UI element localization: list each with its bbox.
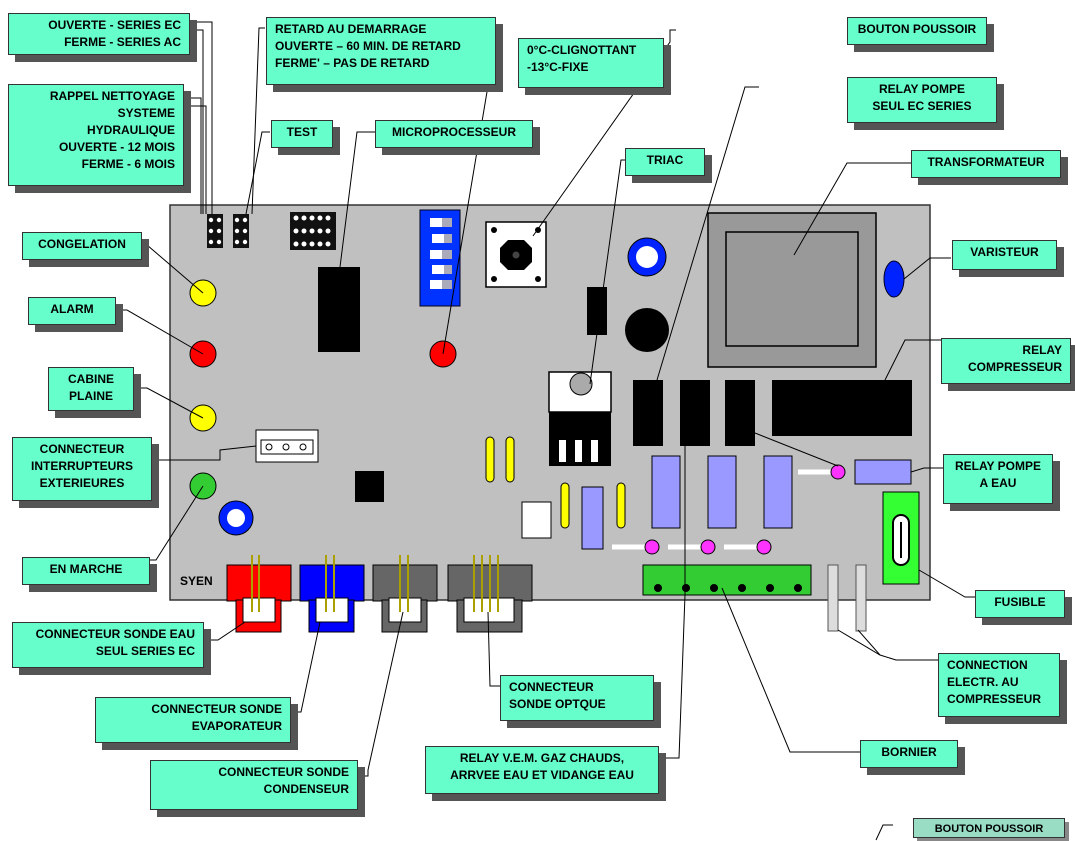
label-external-switches: CONNECTEUR INTERRUPTEURS EXTERIEURES — [12, 437, 152, 501]
label-transformer: TRANSFORMATEUR — [911, 150, 1061, 178]
relay-compressor-component — [772, 380, 912, 436]
resistor-leads — [612, 464, 846, 555]
transformer-component — [707, 212, 877, 368]
label-triac: TRIAC — [625, 148, 705, 176]
connector-water-probe — [226, 555, 292, 633]
white-component — [521, 501, 552, 539]
label-push-button-footer: BOUTON POUSSOIR — [913, 818, 1065, 838]
fuse-component — [882, 491, 920, 585]
triac-lilac-3 — [763, 455, 793, 529]
push-button-component — [485, 221, 547, 288]
label-fuse: FUSIBLE — [975, 590, 1065, 618]
label-evaporator-probe: CONNECTEUR SONDE EVAPORATEUR — [95, 697, 291, 743]
label-relay-compressor: RELAY COMPRESSEUR — [941, 338, 1071, 384]
microprocessor-chip — [318, 267, 360, 352]
board-brand: SYEN — [180, 574, 213, 588]
leader-lines — [116, 21, 975, 841]
regulator-component — [548, 371, 612, 466]
label-relay-pump-ec: RELAY POMPE SEUL EC SERIES — [847, 77, 997, 123]
label-cleaning-reminder: RAPPEL NETTOYAGE SYSTEME HYDRAULIQUE OUV… — [8, 84, 184, 186]
yellow-cap-2 — [505, 436, 515, 483]
compressor-terminal-2 — [855, 564, 867, 632]
label-relay-water-pump: RELAY POMPE A EAU — [943, 454, 1053, 504]
label-freezing: CONGELATION — [22, 232, 142, 260]
triac-lilac-1 — [651, 455, 681, 529]
label-test: TEST — [271, 120, 333, 148]
compressor-terminal-1 — [827, 564, 839, 632]
label-microprocessor: MICROPROCESSEUR — [375, 120, 533, 148]
jumper-cleaning — [233, 214, 249, 248]
relay-1 — [633, 380, 663, 446]
label-varistor: VARISTEUR — [952, 240, 1057, 270]
label-startup-delay: RETARD AU DEMARRAGE OUVERTE – 60 MIN. DE… — [266, 17, 496, 85]
external-switch-connector — [255, 429, 319, 463]
label-hot-gas-relay: RELAY V.E.M. GAZ CHAUDS, ARRVEE EAU ET V… — [425, 746, 659, 794]
label-running: EN MARCHE — [22, 557, 150, 585]
varistor-component — [883, 260, 905, 298]
yellow-cap-1 — [485, 436, 495, 483]
label-series-jumper: OUVERTE - SERIES EC FERME - SERIES AC — [8, 13, 190, 55]
label-push-button: BOUTON POUSSOIR — [847, 17, 987, 45]
triac-lilac-4 — [581, 486, 604, 550]
label-cabin-full: CABINE PLAINE — [48, 367, 134, 411]
label-alarm: ALARM — [28, 297, 116, 325]
dip-switch — [419, 209, 461, 307]
yellow-cap-4 — [616, 482, 626, 529]
black-square-component — [355, 471, 384, 502]
label-water-probe: CONNECTEUR SONDE EAU SEUL SERIES EC — [12, 622, 204, 668]
triac-small — [587, 287, 607, 335]
connector-evaporator-probe — [299, 555, 365, 633]
jumper-series — [207, 214, 223, 248]
label-condenser-probe: CONNECTEUR SONDE CONDENSEUR — [150, 760, 358, 810]
yellow-cap-3 — [560, 482, 570, 529]
terminal-block-component — [642, 564, 812, 596]
capacitor-black — [625, 308, 669, 352]
label-compressor-connection: CONNECTION ELECTR. AU COMPRESSEUR — [938, 653, 1060, 717]
connector-condenser-probe — [372, 555, 438, 633]
triac-lilac-2 — [707, 455, 737, 529]
relay-pump-component — [854, 459, 912, 485]
connector-optical-probe — [447, 555, 533, 633]
jumper-test — [290, 212, 336, 250]
label-optical-probe: CONNECTEUR SONDE OPTQUE — [500, 675, 654, 721]
relay-3 — [725, 380, 755, 446]
label-temperature: 0°C-CLIGNOTTANT -13°C-FIXE — [518, 38, 664, 88]
label-terminal-block: BORNIER — [860, 740, 958, 768]
